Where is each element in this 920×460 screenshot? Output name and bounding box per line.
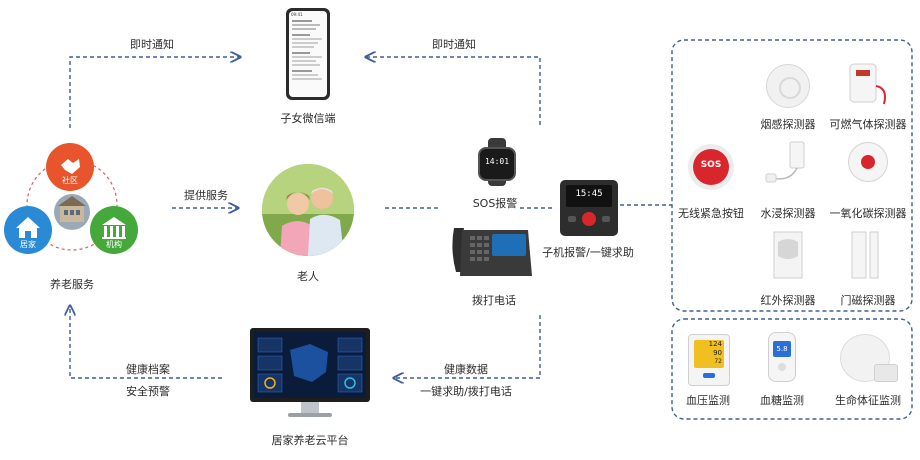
health-label-vitals: 生命体征监测 [835, 394, 901, 407]
bp-pulse: 72 [714, 358, 722, 365]
smartwatch: 14:01 [474, 138, 518, 186]
sensor-label-co: 一氧化碳探测器 [829, 207, 907, 220]
water-sensor-icon [765, 141, 805, 183]
elderly-care-label: 养老服务 [50, 278, 94, 291]
health-archive-label: 健康档案 [126, 363, 170, 376]
handshake-icon [61, 159, 80, 174]
safety-warning-label: 安全预警 [126, 385, 170, 398]
phone-status-time: 09:41 [291, 12, 303, 17]
provide-service-label: 提供服务 [184, 189, 228, 202]
smoke-detector-icon [766, 64, 810, 108]
infrared-sensor-icon [773, 231, 803, 279]
sensor-label-water: 水浸探测器 [760, 207, 816, 220]
monitor-base [288, 413, 332, 417]
archive-arrow [70, 306, 222, 379]
sensor-label-infrared: 红外探测器 [760, 294, 816, 307]
vital-signs-hub [874, 364, 898, 382]
gateway-sos-button [582, 212, 596, 226]
health-data-arrow [394, 315, 541, 378]
community-label: 社区 [62, 176, 78, 185]
platform-monitor [250, 328, 370, 402]
health-label-bp: 血压监测 [686, 394, 730, 407]
community-node: 社区 [46, 143, 94, 191]
notify-left-arrow [69, 57, 240, 128]
notify-right-label: 即时通知 [432, 38, 476, 51]
alarm-gateway: 15:45 [560, 180, 618, 236]
monitor-neck [301, 402, 319, 414]
house-icon [16, 217, 40, 238]
door-sensor-icon [851, 231, 879, 279]
sos-button-text: SOS [700, 160, 722, 170]
glucose-value: 5.8 [776, 345, 788, 353]
phone-display [492, 234, 526, 256]
co-detector-icon [848, 142, 888, 182]
watch-time: 14:01 [484, 157, 510, 166]
notify-right-arrow [366, 57, 541, 125]
institution-label: 机构 [106, 240, 122, 249]
sos-alarm-label: SOS报警 [472, 197, 518, 210]
home-label: 居家 [20, 240, 36, 249]
sensor-label-gas: 可燃气体探测器 [829, 118, 907, 131]
bp-sys: 124 [708, 340, 722, 348]
cloud-platform-label: 居家养老云平台 [271, 434, 349, 447]
bp-dia: 90 [713, 349, 722, 357]
family-wechat-label: 子女微信端 [280, 112, 336, 125]
gas-detector-icon [849, 63, 886, 105]
sensor-group-box [671, 39, 913, 312]
desk-phone [452, 228, 532, 276]
health-label-glucose: 血糖监测 [760, 394, 804, 407]
health-data-label: 健康数据 [444, 363, 488, 376]
phone-screen: 09:41 [289, 11, 327, 97]
sensor-label-sos-button: 无线紧急按钮 [678, 207, 744, 220]
notify-left-label: 即时通知 [130, 38, 174, 51]
glucose-meter-icon: 5.8 [768, 332, 796, 382]
platform-dashboard [254, 332, 366, 398]
blood-pressure-monitor-icon: 124 90 72 [688, 334, 730, 386]
institution-node: 机构 [90, 206, 138, 254]
health-group-box [671, 318, 913, 420]
phone-call-label: 拨打电话 [472, 294, 516, 307]
gateway-time: 15:45 [575, 189, 603, 199]
sensor-label-smoke: 烟感探测器 [760, 118, 816, 131]
elderly-photo [262, 164, 354, 256]
care-circle [26, 159, 118, 251]
elderly-label: 老人 [297, 270, 319, 283]
smartphone: 09:41 [286, 8, 330, 100]
home-node: 居家 [4, 206, 52, 254]
emergency-button-icon: SOS [688, 144, 734, 190]
sos-call-label: 一键求助/拨打电话 [420, 385, 512, 398]
gateway-label: 子机报警/一键求助 [542, 246, 634, 259]
sensor-label-door: 门磁探测器 [840, 294, 896, 307]
institution-icon [102, 217, 126, 239]
